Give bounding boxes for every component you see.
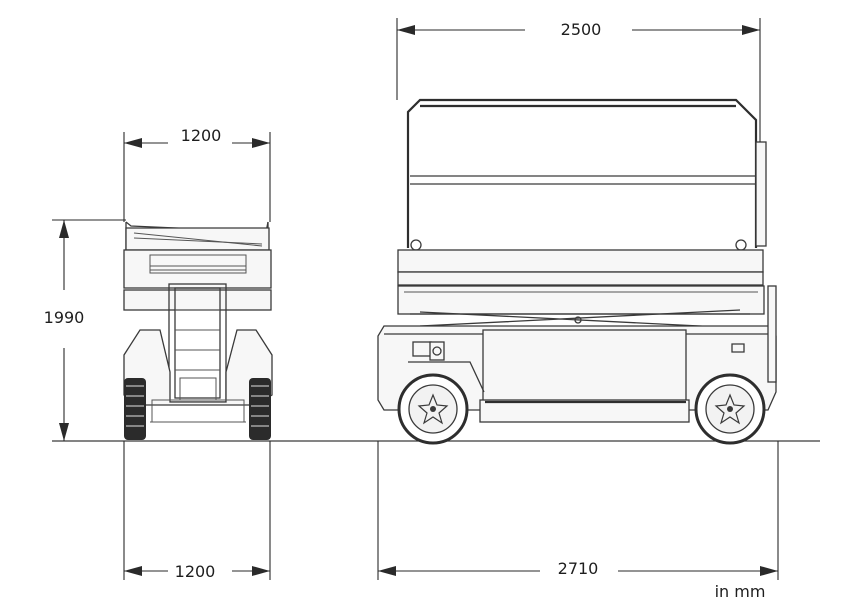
front-height-label: 1990 xyxy=(44,308,85,327)
front-left-wheel xyxy=(124,378,146,440)
side-platform-length-label: 2500 xyxy=(561,20,602,39)
side-rear-wheel xyxy=(696,375,764,443)
side-front-wheel xyxy=(399,375,467,443)
front-right-wheel xyxy=(249,378,271,440)
front-bottom-width-label: 1200 xyxy=(175,562,216,581)
side-overall-length-label: 2710 xyxy=(558,559,599,578)
front-view xyxy=(124,222,272,440)
front-top-width-label: 1200 xyxy=(181,126,222,145)
side-view xyxy=(378,100,776,443)
units-note: in mm xyxy=(715,582,766,601)
